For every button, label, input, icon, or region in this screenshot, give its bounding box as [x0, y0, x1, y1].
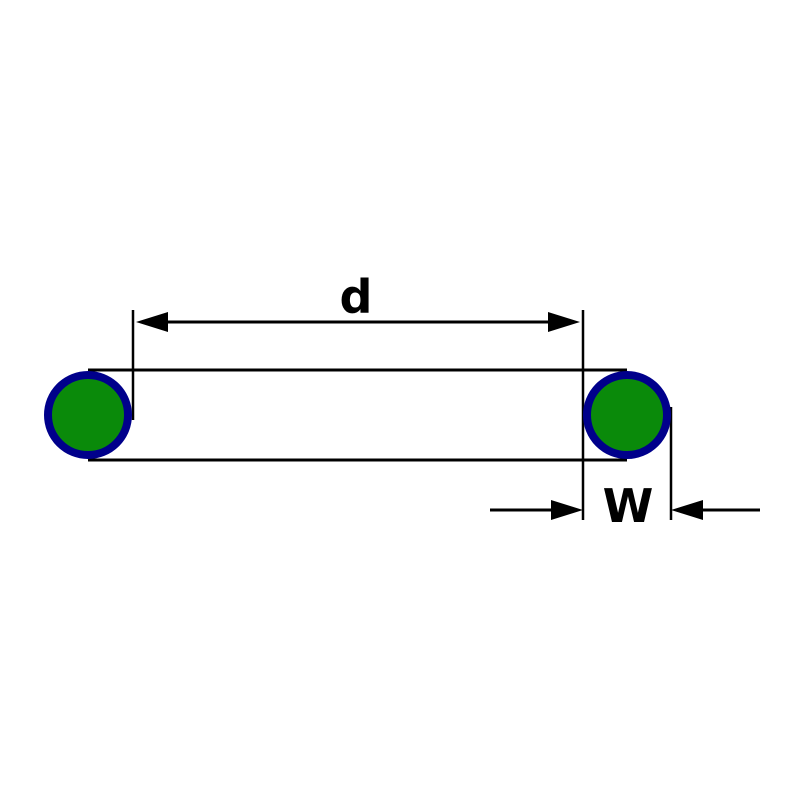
left-oring-cross-section [44, 371, 132, 459]
right-oring-cross-section [583, 371, 671, 459]
w-arrowhead-left [551, 500, 583, 520]
d-arrowhead-left [136, 312, 168, 332]
d-dimension-label: d [340, 270, 373, 324]
w-arrowhead-right [671, 500, 703, 520]
d-arrowhead-right [548, 312, 580, 332]
w-dimension-label: W [603, 479, 654, 533]
